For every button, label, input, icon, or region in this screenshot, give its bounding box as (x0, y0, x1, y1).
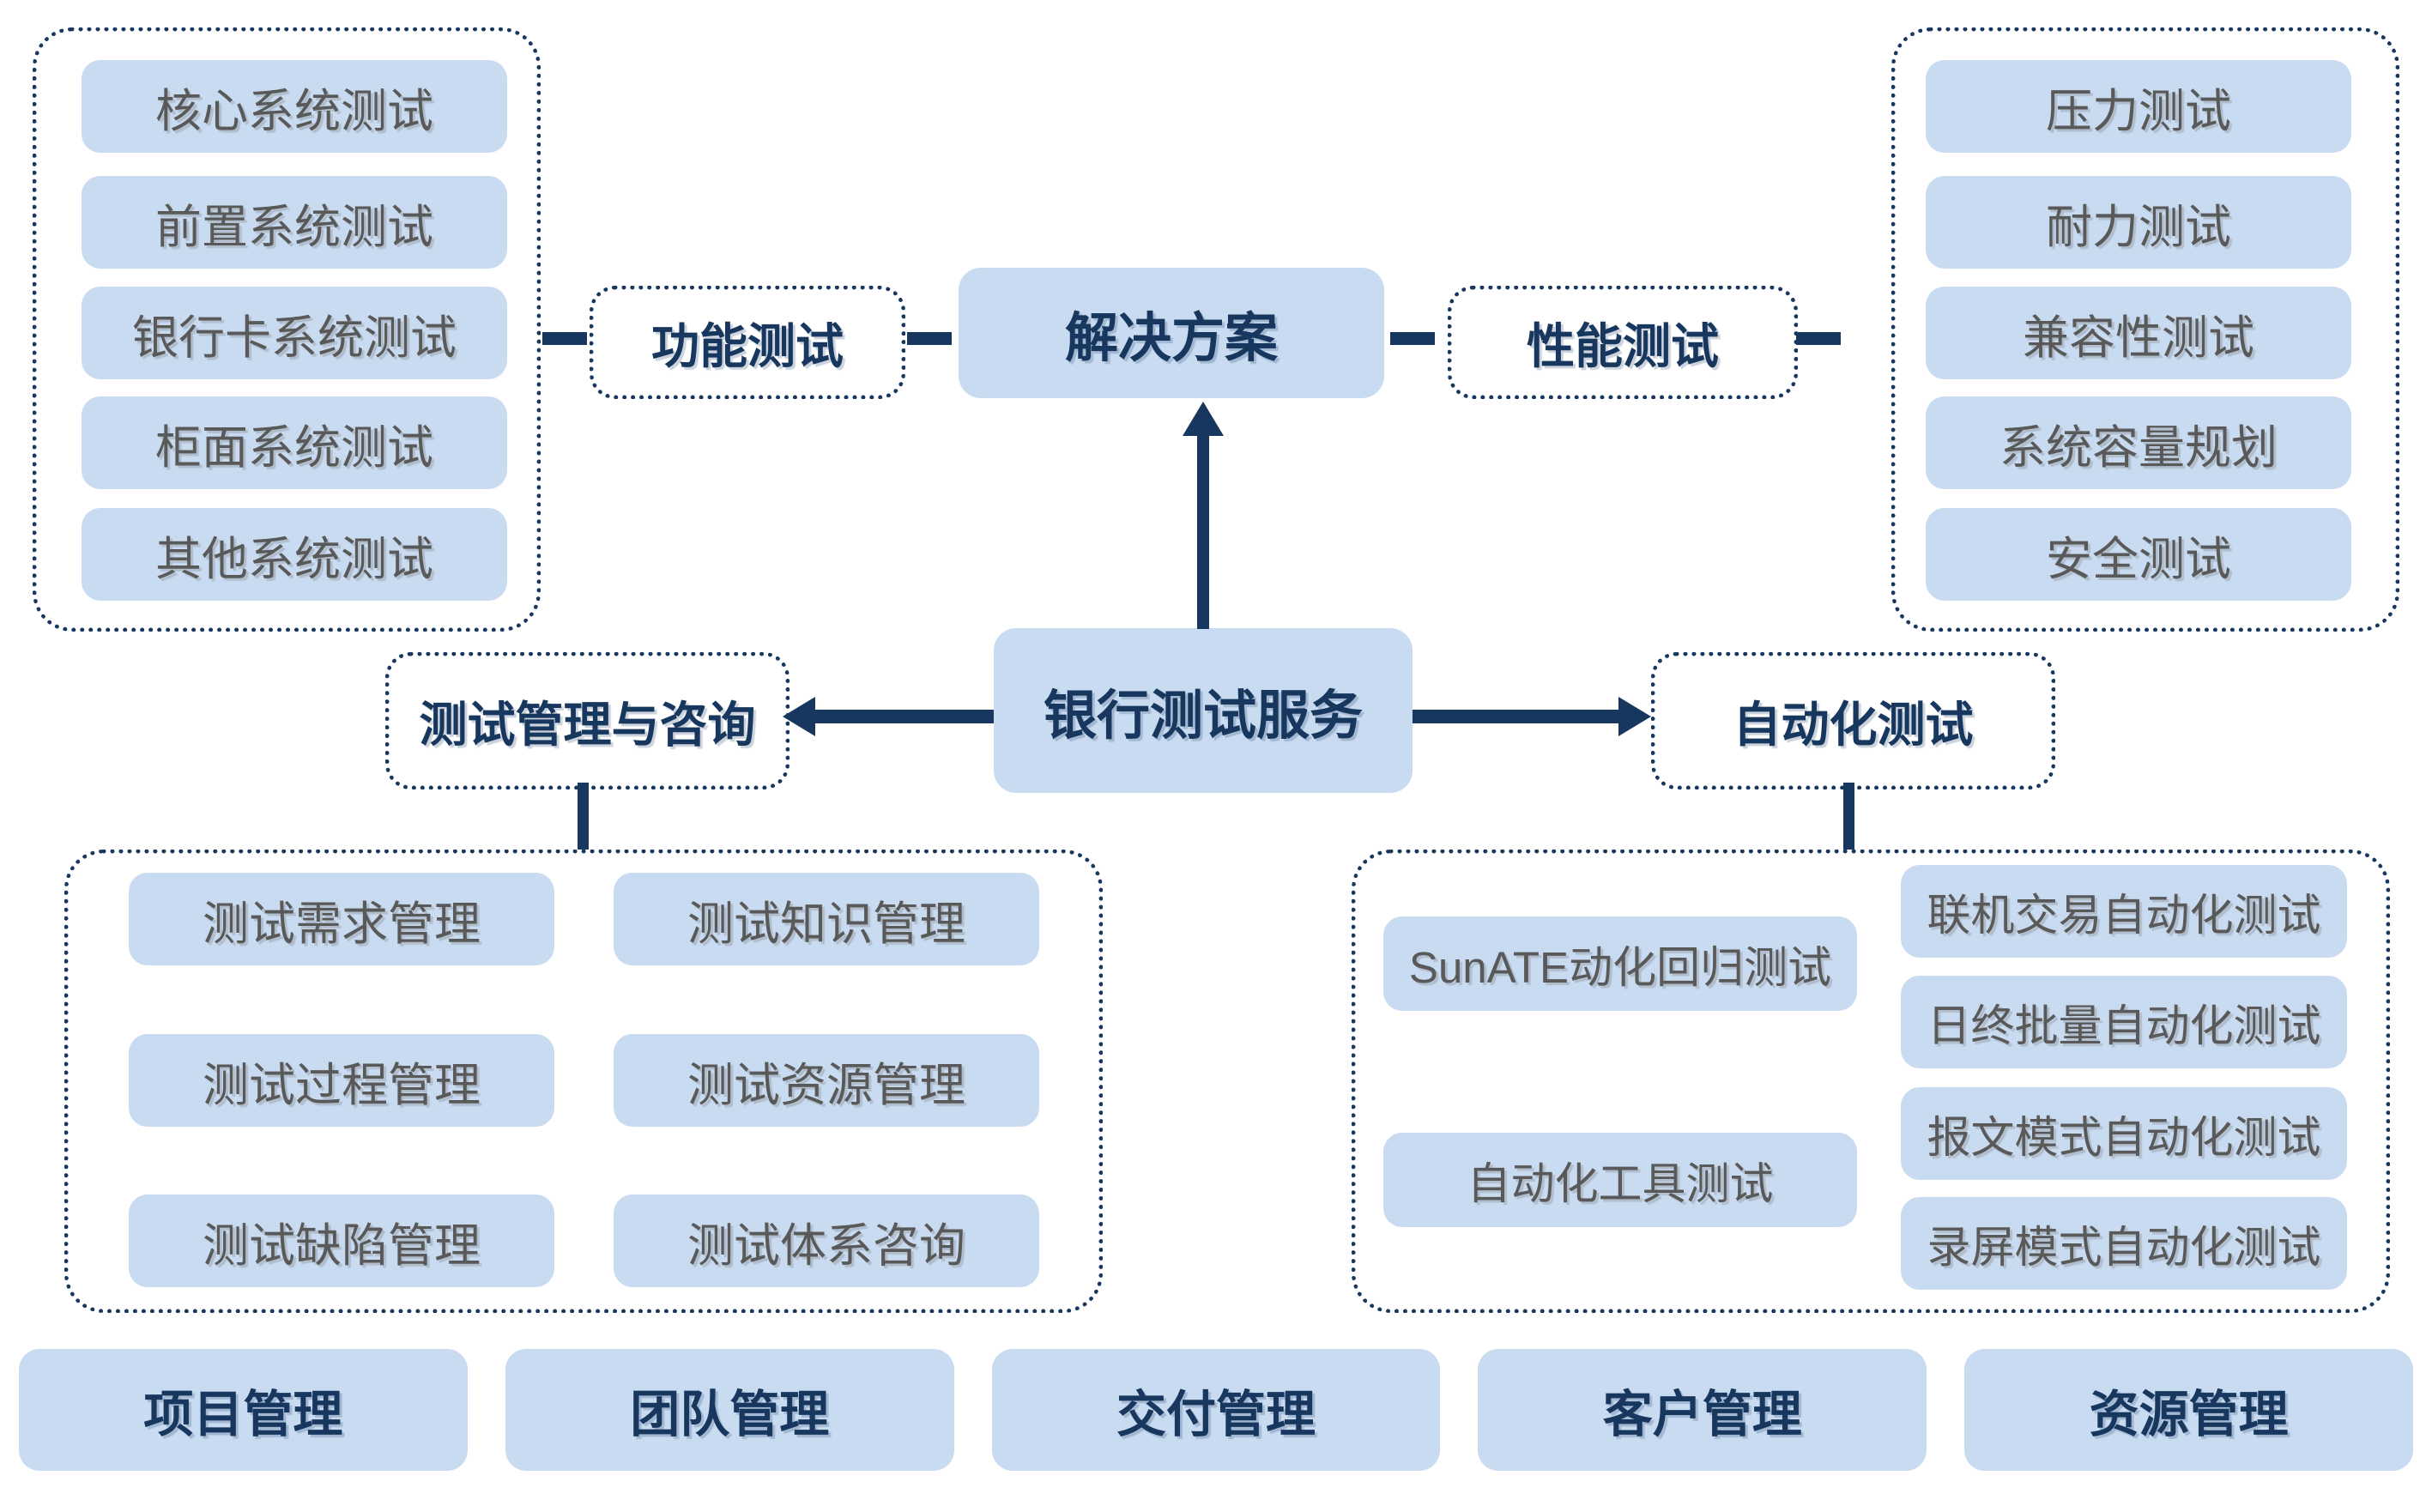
performance-item: 系统容量规划 (1926, 396, 2351, 489)
management-item-label: 测试体系咨询 (687, 1219, 965, 1272)
management-item-label: 测试过程管理 (203, 1059, 481, 1111)
bottom-item-label: 资源管理 (2089, 1387, 2289, 1442)
functional-item: 银行卡系统测试 (82, 287, 507, 379)
functional-item: 前置系统测试 (82, 176, 507, 269)
node-test-management-consulting-label: 测试管理与咨询 (419, 697, 756, 752)
node-automation-test-label: 自动化测试 (1733, 697, 1974, 752)
automation-mode-item: 日终批量自动化测试 (1901, 976, 2347, 1068)
automation-mode-item-label: 报文模式自动化测试 (1927, 1113, 2321, 1162)
management-item-label: 测试资源管理 (687, 1059, 965, 1111)
automation-mode-item: 联机交易自动化测试 (1901, 865, 2347, 958)
functional-item: 其他系统测试 (82, 508, 507, 601)
left-arrow-shaft (812, 710, 994, 723)
connector-line (578, 783, 589, 850)
connector-dash (1390, 332, 1435, 345)
functional-items-group (33, 27, 541, 632)
functional-item-label: 核心系统测试 (155, 85, 433, 137)
performance-item-label: 兼容性测试 (2023, 311, 2254, 364)
automation-tool-item: SunATE动化回归测试 (1383, 916, 1857, 1011)
node-solution-label: 解决方案 (1064, 309, 1278, 368)
node-test-management-consulting: 测试管理与咨询 (385, 652, 789, 789)
node-performance-test: 性能测试 (1448, 286, 1798, 399)
management-item: 测试知识管理 (614, 873, 1039, 965)
performance-item: 耐力测试 (1926, 176, 2351, 269)
management-items-group (64, 850, 1103, 1313)
bottom-item-label: 客户管理 (1602, 1387, 1802, 1442)
bottom-item-project-management: 项目管理 (19, 1349, 468, 1471)
bottom-item-label: 项目管理 (143, 1387, 343, 1442)
node-solution: 解决方案 (959, 268, 1384, 398)
performance-item: 压力测试 (1926, 60, 2351, 153)
left-arrow-head (783, 697, 815, 736)
management-item-label: 测试需求管理 (203, 898, 481, 950)
bottom-item-label: 交付管理 (1116, 1387, 1316, 1442)
up-arrow-head (1183, 402, 1224, 436)
node-bank-testing-service: 银行测试服务 (994, 628, 1413, 793)
connector-dash (907, 332, 952, 345)
performance-item-label: 压力测试 (2046, 85, 2231, 137)
bottom-item-delivery-management: 交付管理 (991, 1349, 1441, 1471)
management-item: 测试需求管理 (129, 873, 554, 965)
automation-tool-item-label: 自动化工具测试 (1467, 1159, 1774, 1208)
functional-item-label: 其他系统测试 (155, 533, 433, 585)
performance-item-label: 安全测试 (2046, 533, 2231, 585)
management-bottom-row: 项目管理 团队管理 交付管理 客户管理 资源管理 (19, 1349, 2413, 1471)
node-performance-test-label: 性能测试 (1527, 318, 1719, 373)
management-item-label: 测试缺陷管理 (203, 1219, 481, 1272)
bottom-item-resource-management: 资源管理 (1964, 1349, 2413, 1471)
management-item: 测试过程管理 (129, 1034, 554, 1127)
right-arrow-head (1618, 697, 1651, 736)
up-arrow-shaft (1197, 433, 1209, 629)
connector-line (1843, 783, 1854, 850)
performance-item: 安全测试 (1926, 508, 2351, 601)
functional-item-label: 前置系统测试 (155, 201, 433, 253)
functional-item-label: 银行卡系统测试 (132, 311, 457, 364)
automation-mode-item-label: 录屏模式自动化测试 (1927, 1223, 2321, 1272)
automation-mode-item: 报文模式自动化测试 (1901, 1087, 2347, 1180)
automation-mode-item-label: 日终批量自动化测试 (1927, 1001, 2321, 1050)
functional-item: 核心系统测试 (82, 60, 507, 153)
functional-item-label: 柜面系统测试 (155, 421, 433, 474)
node-functional-test-label: 功能测试 (651, 318, 844, 373)
management-item-label: 测试知识管理 (687, 898, 965, 950)
functional-item: 柜面系统测试 (82, 396, 507, 489)
performance-item-label: 耐力测试 (2046, 201, 2231, 253)
bottom-item-customer-management: 客户管理 (1478, 1349, 1927, 1471)
performance-item: 兼容性测试 (1926, 287, 2351, 379)
bottom-item-team-management: 团队管理 (505, 1349, 954, 1471)
management-item: 测试资源管理 (614, 1034, 1039, 1127)
performance-items-group (1891, 27, 2399, 632)
bottom-item-label: 团队管理 (630, 1387, 830, 1442)
node-functional-test: 功能测试 (590, 286, 905, 399)
node-automation-test: 自动化测试 (1651, 652, 2055, 789)
connector-dash (542, 332, 587, 345)
performance-item-label: 系统容量规划 (1999, 421, 2278, 474)
automation-mode-item: 录屏模式自动化测试 (1901, 1197, 2347, 1290)
automation-items-group (1352, 850, 2390, 1313)
automation-mode-item-label: 联机交易自动化测试 (1927, 891, 2321, 940)
connector-dash (1796, 332, 1841, 345)
automation-tool-item: 自动化工具测试 (1383, 1133, 1857, 1227)
automation-tool-item-label: SunATE动化回归测试 (1408, 943, 1832, 992)
management-item: 测试体系咨询 (614, 1194, 1039, 1287)
node-bank-testing-service-label: 银行测试服务 (1043, 686, 1363, 746)
management-item: 测试缺陷管理 (129, 1194, 554, 1287)
right-arrow-shaft (1413, 710, 1620, 723)
